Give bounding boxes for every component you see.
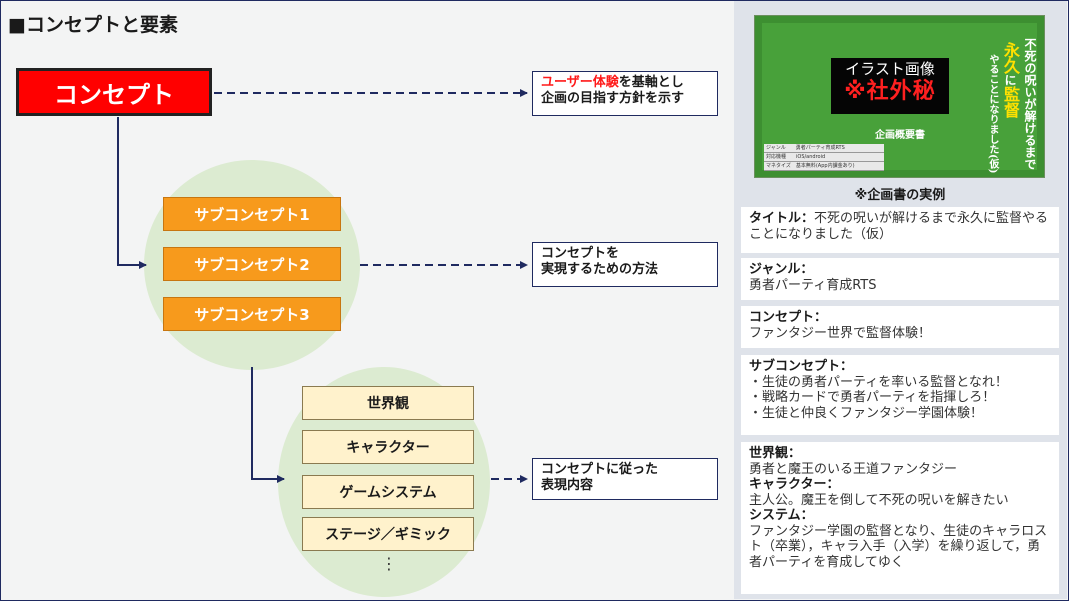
info-system-value: ファンタジー学園の監督となり、生徒のキャラロスト（卒業），キャラ入手（入学）を繰… — [749, 523, 1048, 570]
proposal-title: 企画概要書 — [875, 130, 925, 141]
concept-box: コンセプト — [16, 68, 212, 116]
info-world-value: 勇者と魔王のいる王道ファンタジー — [749, 461, 958, 477]
info-genre: ジャンル： 勇者パーティ育成RTS — [741, 258, 1059, 300]
info-char-value: 主人公。魔王を倒して不死の呪いを解きたい — [749, 492, 1009, 508]
illustration-label: イラスト画像 — [845, 60, 935, 78]
info-system-label: システム： — [749, 508, 814, 523]
info-concept: コンセプト： ファンタジー世界で監督体験！ — [741, 306, 1059, 348]
element-world: 世界観 — [302, 386, 474, 420]
info-concept-label: コンセプト： — [749, 310, 828, 325]
info-genre-value: 勇者パーティ育成RTS — [749, 277, 877, 293]
info-sub-label: サブコンセプト： — [749, 359, 854, 374]
spec-row: マネタイズ 基本無料(App内課金あり) — [764, 162, 884, 171]
sub-to-element-arrow — [251, 367, 285, 483]
info-sub-item: ・戦略カードで勇者パーティを指揮しろ！ — [749, 390, 996, 405]
sub-concept-note: コンセプトを 実現するための方法 — [532, 242, 718, 287]
concept-to-sub-arrow — [117, 117, 147, 269]
element-note-line2: 表現内容 — [541, 478, 594, 493]
sub-note-line2: 実現するための方法 — [541, 262, 659, 277]
info-sub-item: ・生徒と仲良くファンタジー学園体験！ — [749, 405, 984, 421]
element-note-line1: コンセプトに従った — [541, 462, 659, 477]
info-sub-concept: サブコンセプト： ・生徒の勇者パーティを率いる監督となれ！ ・戦略カードで勇者パ… — [741, 355, 1059, 435]
thumbnail-spec-table: ジャンル 勇者パーティ育成RTS 対応機種 iOS/android マネタイズ … — [764, 144, 884, 171]
info-world-label: 世界観： — [749, 446, 802, 461]
spec-row: ジャンル 勇者パーティ育成RTS — [764, 144, 884, 153]
sub-concept-2: サブコンセプト2 — [163, 247, 341, 281]
sub-concept-3: サブコンセプト3 — [163, 297, 341, 331]
concept-note-highlight: ユーザー体験 — [541, 75, 619, 90]
info-title-value: 不死の呪いが解けるまで永久に監督やることになりました（仮） — [749, 211, 1049, 242]
sub-note-line1: コンセプトを — [541, 246, 620, 261]
thumbnail-vertical-col2: 永久に監督 — [1001, 42, 1020, 118]
concept-note-text: を基軸とし — [618, 75, 684, 90]
info-elements: 世界観： 勇者と魔王のいる王道ファンタジー キャラクター： 主人公。魔王を倒して… — [741, 442, 1059, 594]
info-genre-label: ジャンル： — [749, 262, 814, 277]
element-stage-gimmick: ステージ／ギミック — [302, 517, 474, 551]
concept-note-line2: 企画の目指す方針を示す — [541, 91, 685, 106]
info-title: タイトル：不死の呪いが解けるまで永久に監督やることになりました（仮） — [741, 207, 1059, 253]
info-sub-item: ・生徒の勇者パーティを率いる監督となれ！ — [749, 374, 1008, 390]
illustration-placeholder: イラスト画像 ※社外秘 — [831, 58, 949, 114]
thumbnail-kantoku: 監督 — [1001, 86, 1020, 118]
element-note: コンセプトに従った 表現内容 — [532, 458, 718, 500]
thumbnail-vertical-col3: やることになりました(仮) — [987, 54, 998, 174]
info-title-label: タイトル： — [749, 211, 815, 226]
info-concept-value: ファンタジー世界で監督体験！ — [749, 325, 932, 341]
example-caption: ※企画書の実例 — [854, 188, 946, 203]
thumbnail-ni: に — [1003, 74, 1017, 86]
proposal-thumbnail: イラスト画像 ※社外秘 企画概要書 不死の呪いが解けるまで 永久に監督 やること… — [754, 15, 1045, 178]
page-title: ■コンセプトと要素 — [8, 14, 178, 36]
sub-concept-1: サブコンセプト1 — [163, 197, 341, 231]
confidential-label: ※社外秘 — [844, 79, 936, 104]
ellipsis: ⋮ — [381, 554, 397, 573]
element-character: キャラクター — [302, 430, 474, 464]
thumbnail-vertical-col1: 不死の呪いが解けるまで — [1023, 38, 1037, 170]
info-char-label: キャラクター： — [749, 477, 840, 492]
concept-note: ユーザー体験を基軸とし 企画の目指す方針を示す — [532, 71, 718, 116]
spec-row: 対応機種 iOS/android — [764, 153, 884, 162]
element-game-system: ゲームシステム — [302, 475, 474, 509]
thumbnail-eternal: 永久 — [1001, 42, 1020, 74]
